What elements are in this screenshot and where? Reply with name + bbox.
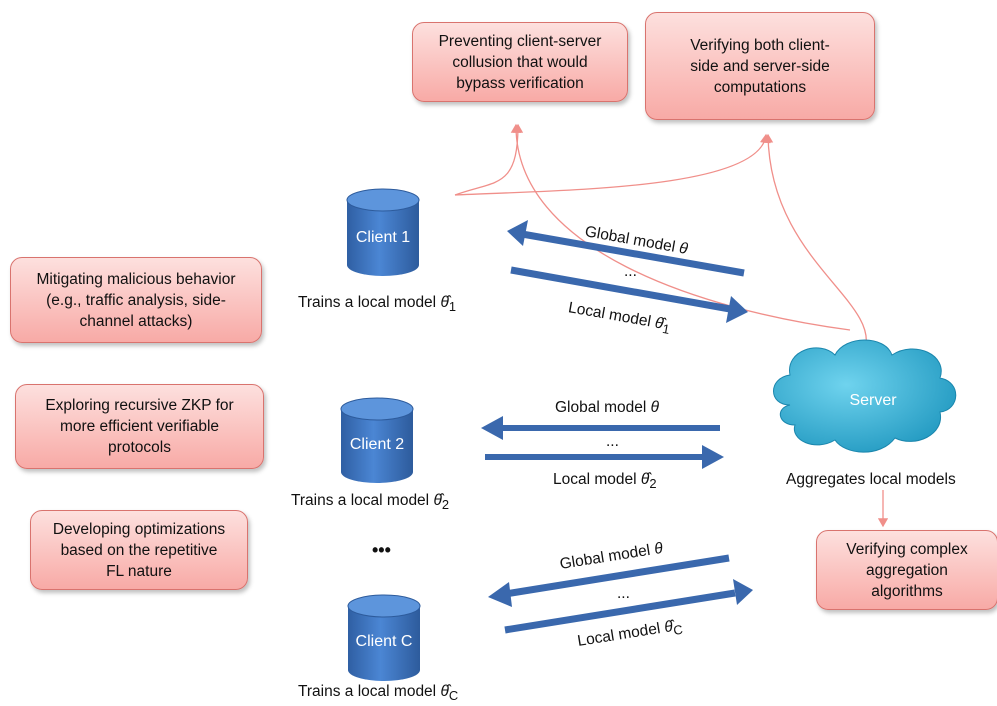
client1-local-arrow xyxy=(510,266,748,323)
connector-server-collusion xyxy=(510,123,851,331)
client1-global-arrow xyxy=(507,220,745,277)
challenge-collusion-box: Preventing client-server collusion that … xyxy=(412,22,628,102)
client2-local-arrow xyxy=(485,445,724,469)
client1-caption: Trains a local model θ̂1 xyxy=(298,294,457,315)
server-caption: Aggregates local models xyxy=(786,471,956,488)
clientc-label: Client C xyxy=(355,633,413,650)
challenge-both-sides-box: Verifying both client- side and server-s… xyxy=(645,12,875,120)
clientc-local-arrow xyxy=(504,579,753,634)
client2-dots: ... xyxy=(606,433,619,450)
clientc-global-arrow xyxy=(488,554,730,607)
connector-server-both xyxy=(762,133,868,351)
client1-label: Client 1 xyxy=(355,229,411,246)
clientc-caption: Trains a local model θ̂C xyxy=(298,683,459,704)
server-cloud-icon xyxy=(773,339,957,453)
challenge-optimizations-box: Developing optimizations based on the re… xyxy=(30,510,248,590)
client2-local-label: Local model θ̂2 xyxy=(553,471,657,492)
server-label: Server xyxy=(849,392,897,409)
connector-client1-both xyxy=(454,133,771,196)
client2-global-arrow xyxy=(481,416,720,440)
challenge-aggregation-box: Verifying complex aggregation algorithms xyxy=(816,530,997,610)
client2-label: Client 2 xyxy=(349,436,405,453)
more-clients-ellipsis: ••• xyxy=(372,540,391,560)
client2-global-label: Global model θ xyxy=(555,399,660,416)
client2-caption: Trains a local model θ̂2 xyxy=(291,492,450,513)
challenge-recursive-box: Exploring recursive ZKP for more efficie… xyxy=(15,384,264,469)
client2-database-icon xyxy=(340,397,414,483)
client1-database-icon xyxy=(346,188,420,276)
client1-dots: ... xyxy=(624,263,637,280)
connector-client1-collusion xyxy=(454,123,524,196)
clientc-database-icon xyxy=(347,594,421,681)
challenge-malicious-box: Mitigating malicious behavior (e.g., tra… xyxy=(10,257,262,343)
clientc-dots: ... xyxy=(617,585,630,602)
